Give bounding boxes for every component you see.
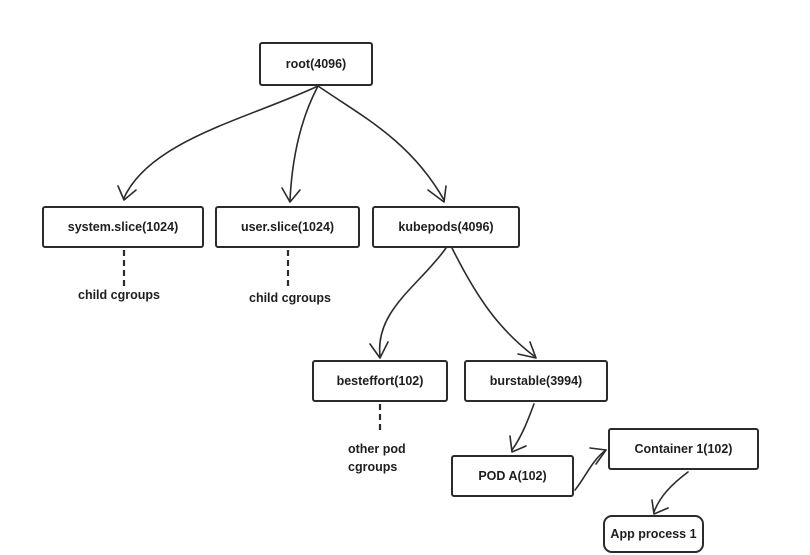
node-kubepods[interactable]: kubepods(4096) (372, 206, 520, 248)
node-root[interactable]: root(4096) (259, 42, 373, 86)
node-app-process-1[interactable]: App process 1 (603, 515, 704, 553)
arrowhead-system-slice (117, 185, 137, 201)
node-burstable[interactable]: burstable(3994) (464, 360, 608, 402)
node-container-1[interactable]: Container 1(102) (608, 428, 759, 470)
node-system-slice[interactable]: system.slice(1024) (42, 206, 204, 248)
edge-kubepods-burstable (451, 247, 535, 357)
arrowhead-kubepods (427, 185, 447, 203)
arrowhead-app-process (651, 499, 669, 515)
arrowhead-container-1 (589, 447, 607, 465)
edge-burstable-pod-a (511, 403, 535, 451)
node-user-slice[interactable]: user.slice(1024) (215, 206, 360, 248)
note-besteffort-children-line1: other pod (348, 442, 406, 456)
node-pod-a[interactable]: POD A(102) (451, 455, 574, 497)
arrowhead-burstable (517, 341, 537, 359)
arrowhead-besteffort (369, 341, 389, 359)
edge-root-user-slice (289, 85, 319, 201)
node-besteffort[interactable]: besteffort(102) (312, 360, 448, 402)
note-besteffort-children-line2: cgroups (348, 460, 398, 474)
note-system-slice-children: child cgroups (78, 288, 160, 302)
edge-container-1-app-process (653, 471, 689, 513)
edge-pod-a-container-1 (574, 449, 607, 491)
note-user-slice-children: child cgroups (249, 291, 331, 305)
arrowhead-user-slice (281, 187, 301, 203)
edge-root-system-slice (123, 85, 319, 199)
edge-kubepods-besteffort (378, 247, 447, 357)
arrowhead-pod-a (509, 435, 527, 453)
edge-root-kubepods (317, 85, 445, 201)
